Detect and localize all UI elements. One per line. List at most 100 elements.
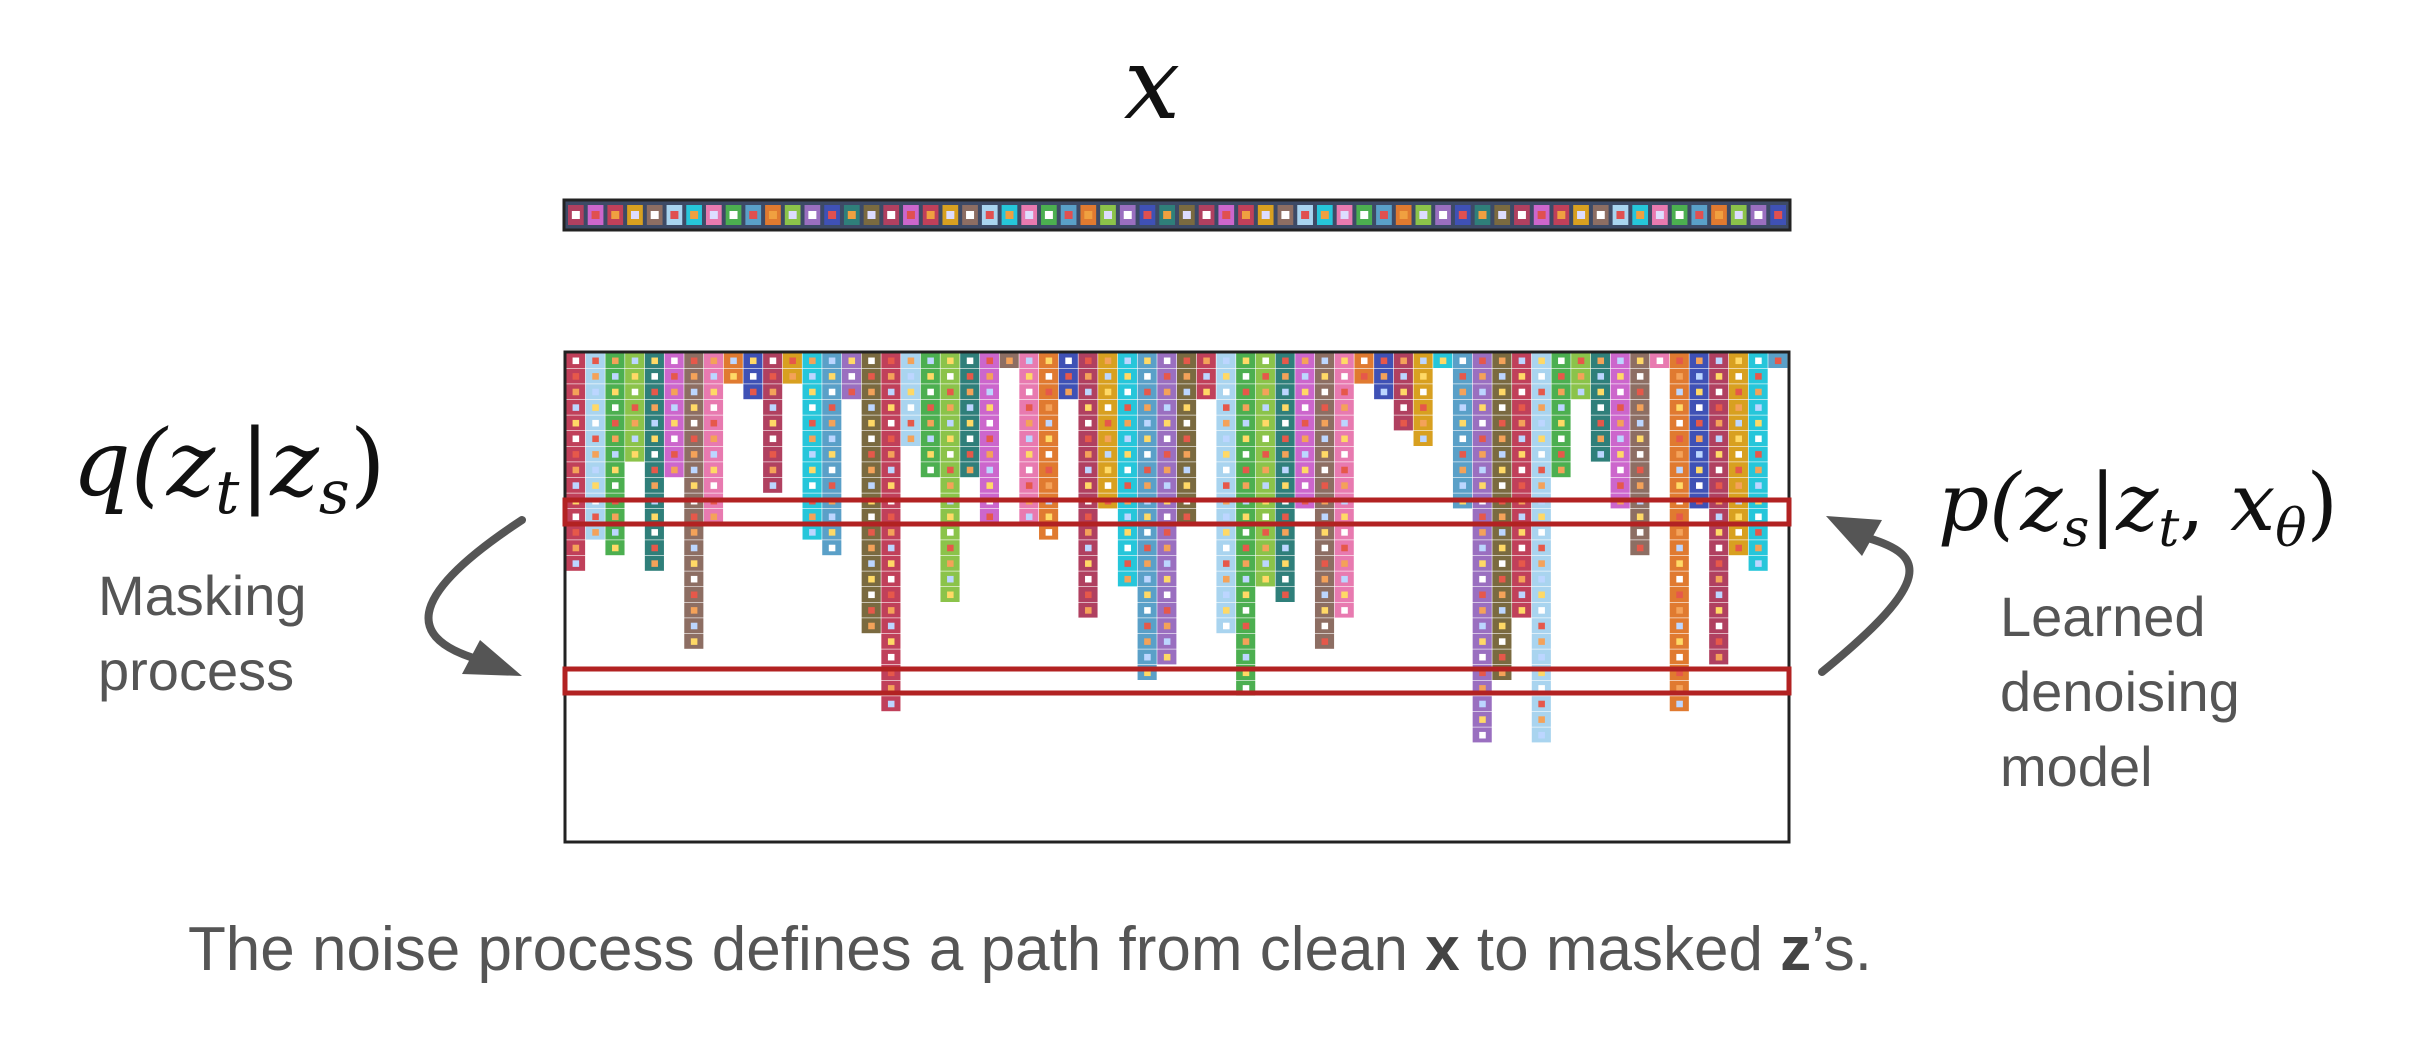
- token-cell-dot: [1242, 560, 1250, 567]
- token-cell-dot: [1045, 466, 1053, 474]
- strip-token-dot: [729, 211, 738, 219]
- token-cell-dot: [1696, 482, 1703, 489]
- token-cell-dot: [690, 591, 698, 599]
- token-cell-dot: [1282, 591, 1289, 599]
- formula-sub-t: t: [215, 458, 240, 528]
- formula-z: z: [166, 410, 216, 517]
- token-cell-dot: [1755, 513, 1762, 521]
- token-cell-dot: [927, 435, 934, 443]
- token-cell-dot: [651, 357, 658, 365]
- token-cell-dot: [1321, 544, 1329, 552]
- token-cell-dot: [986, 357, 994, 365]
- token-cell-dot: [1498, 482, 1506, 489]
- token-cell-dot: [730, 357, 737, 365]
- token-cell-dot: [1242, 638, 1250, 645]
- token-cell-dot: [1636, 357, 1644, 365]
- token-cell-dot: [690, 435, 698, 443]
- token-cell-dot: [1755, 404, 1762, 411]
- strip-token-dot: [630, 211, 639, 219]
- token-cell-dot: [749, 388, 757, 396]
- token-cell-dot: [947, 451, 954, 458]
- token-cell-dot: [986, 466, 994, 474]
- token-cell-dot: [809, 419, 816, 427]
- strip-token-dot: [1320, 211, 1329, 219]
- token-cell-dot: [1498, 513, 1506, 521]
- token-cell-dot: [1223, 388, 1230, 396]
- token-cell-dot: [1203, 373, 1210, 380]
- token-cell-dot: [1715, 451, 1723, 458]
- token-cell-dot: [1755, 451, 1762, 458]
- strip-token-dot: [611, 211, 620, 219]
- token-cell-dot: [1223, 466, 1230, 474]
- strip-token-dot: [1241, 211, 1250, 219]
- token-cell-dot: [868, 622, 875, 630]
- token-cell-dot: [1262, 451, 1269, 458]
- token-cell-dot: [1085, 529, 1092, 536]
- token-cell-dot: [1617, 482, 1624, 489]
- token-cell-dot: [1144, 653, 1151, 661]
- token-cell-dot: [1755, 529, 1762, 536]
- token-cell-dot: [1242, 435, 1250, 443]
- strip-token-dot: [1025, 211, 1034, 219]
- token-cell-dot: [868, 560, 875, 567]
- token-cell-dot: [1479, 560, 1486, 567]
- formula-sub-theta: θ: [2275, 499, 2306, 559]
- token-cell-dot: [1301, 388, 1309, 396]
- token-cell-dot: [1636, 451, 1644, 458]
- token-cell-dot: [1262, 529, 1269, 536]
- token-cell-dot: [1479, 513, 1486, 521]
- token-cell-dot: [1301, 404, 1309, 411]
- token-cell-dot: [1479, 357, 1486, 365]
- token-cell-dot: [1085, 388, 1092, 396]
- token-cell-dot: [868, 544, 875, 552]
- token-cell-dot: [1518, 607, 1526, 614]
- token-cell-dot: [966, 435, 974, 443]
- formula-close: ): [2307, 456, 2338, 549]
- token-cell-dot: [1400, 419, 1407, 427]
- token-cell-dot: [1341, 357, 1348, 365]
- token-cell-dot: [1124, 419, 1131, 427]
- token-cell-dot: [1636, 373, 1644, 380]
- token-cell-dot: [1538, 544, 1545, 552]
- token-cell-dot: [1538, 419, 1545, 427]
- label-line: process: [98, 639, 294, 702]
- token-cell-dot: [1124, 529, 1131, 536]
- strip-token-dot: [1754, 211, 1763, 219]
- token-cell-dot: [1163, 388, 1171, 396]
- token-cell-dot: [1223, 575, 1230, 583]
- token-cell-dot: [1163, 653, 1171, 661]
- token-cell-dot: [887, 560, 895, 567]
- token-cell-dot: [828, 529, 836, 536]
- token-cell-dot: [1025, 373, 1033, 380]
- token-cell-dot: [1262, 513, 1269, 521]
- token-cell-dot: [1597, 404, 1605, 411]
- token-cell-dot: [887, 435, 895, 443]
- strip-token-dot: [1379, 211, 1388, 219]
- denoising-arrowhead: [1826, 516, 1882, 556]
- token-cell-dot: [1360, 357, 1368, 365]
- token-cell-dot: [1479, 373, 1486, 380]
- strip-token-dot: [571, 211, 580, 219]
- token-cell-dot: [1498, 357, 1506, 365]
- token-cell-dot: [1223, 419, 1230, 427]
- formula-sub-s: s: [319, 458, 350, 528]
- token-cell-dot: [1636, 466, 1644, 474]
- token-cell-dot: [1223, 529, 1230, 536]
- token-cell-dot: [1341, 373, 1348, 380]
- token-cell-dot: [1025, 482, 1033, 489]
- token-cell-dot: [1144, 388, 1151, 396]
- token-cell-dot: [1203, 357, 1210, 365]
- token-cell-dot: [1696, 373, 1703, 380]
- token-cell-dot: [1262, 466, 1269, 474]
- caption-text: ’s.: [1811, 915, 1872, 984]
- token-cell-dot: [1085, 575, 1092, 583]
- token-cell-dot: [1223, 482, 1230, 489]
- token-cell-dot: [1144, 357, 1151, 365]
- token-cell-dot: [1676, 388, 1683, 396]
- formula-p: p(: [1938, 456, 2022, 549]
- token-cell-dot: [612, 482, 619, 489]
- token-cell-dot: [690, 419, 698, 427]
- token-cell-dot: [1715, 560, 1723, 567]
- token-cell-dot: [769, 357, 777, 365]
- token-cell-dot: [1459, 435, 1467, 443]
